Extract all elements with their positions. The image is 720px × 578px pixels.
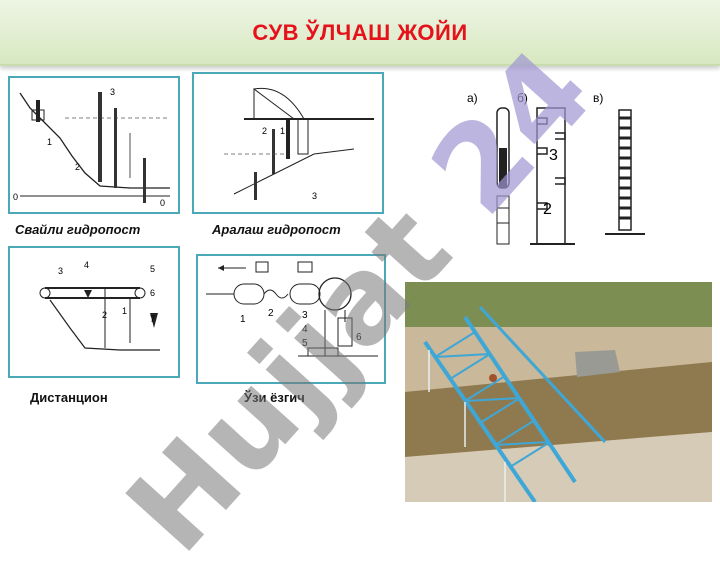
caption-remote-gauge: Дистанцион: [30, 390, 108, 405]
pile-label-2: 2: [75, 162, 80, 172]
pile-gauge-drawing: 1 2 3 0 0: [13, 87, 170, 208]
recorder-label-4: 4: [302, 324, 308, 335]
gauging-bridge-photo-icon: [405, 282, 712, 502]
remote-label-7: 7: [150, 314, 155, 324]
remote-label-3: 3: [58, 266, 63, 276]
remote-label-6: 6: [150, 288, 155, 298]
recorder-label-6: 6: [356, 332, 362, 343]
mixed-label-3: 3: [312, 191, 317, 201]
pile-label-0-left: 0: [13, 192, 18, 202]
recorder-label-3: 3: [302, 310, 308, 321]
remote-gauge-diagram: 3 4 2 1 5 6 7: [8, 246, 180, 378]
staff-number-2: 2: [543, 201, 552, 218]
mixed-gauge-diagram: 2 1 3: [192, 72, 384, 214]
recorder-label-2: 2: [268, 308, 274, 319]
caption-pile-gauge: Свайли гидропост: [15, 222, 141, 237]
pile-label-3: 3: [110, 87, 115, 97]
title-bar: [0, 0, 720, 66]
self-recorder-diagram: 1 2 3 4 5 6: [196, 254, 386, 384]
caption-mixed-gauge: Аралаш гидропост: [212, 222, 341, 237]
staff-number-3: 3: [549, 147, 558, 164]
remote-label-2: 2: [102, 310, 107, 320]
remote-label-1: 1: [122, 306, 127, 316]
staff-label-v: в): [593, 91, 603, 105]
pile-label-0-right: 0: [160, 198, 165, 208]
staff-gauges-drawing: а) б) в) 3 2: [467, 91, 645, 245]
caption-self-recorder: Ўзи ёзгич: [244, 390, 305, 405]
staff-gauges-diagram: а) б) в) 3 2: [455, 88, 655, 248]
pile-label-1: 1: [47, 137, 52, 147]
remote-label-5: 5: [150, 264, 155, 274]
remote-label-4: 4: [84, 260, 89, 270]
gauging-bridge-photo: [405, 282, 712, 502]
mixed-label-1: 1: [280, 126, 285, 136]
mixed-label-2: 2: [262, 126, 267, 136]
staff-label-a: а): [467, 91, 478, 105]
staff-label-b: б): [517, 91, 528, 105]
self-recorder-drawing: 1 2 3 4 5 6: [206, 261, 378, 357]
recorder-label-1: 1: [240, 314, 246, 325]
pile-gauge-diagram: 1 2 3 0 0: [8, 76, 180, 214]
remote-gauge-drawing: 3 4 2 1 5 6 7: [39, 260, 160, 351]
slide-title: СУВ ЎЛЧАШ ЖОЙИ: [252, 20, 468, 45]
recorder-label-5: 5: [302, 338, 308, 349]
mixed-gauge-drawing: 2 1 3: [224, 87, 374, 201]
